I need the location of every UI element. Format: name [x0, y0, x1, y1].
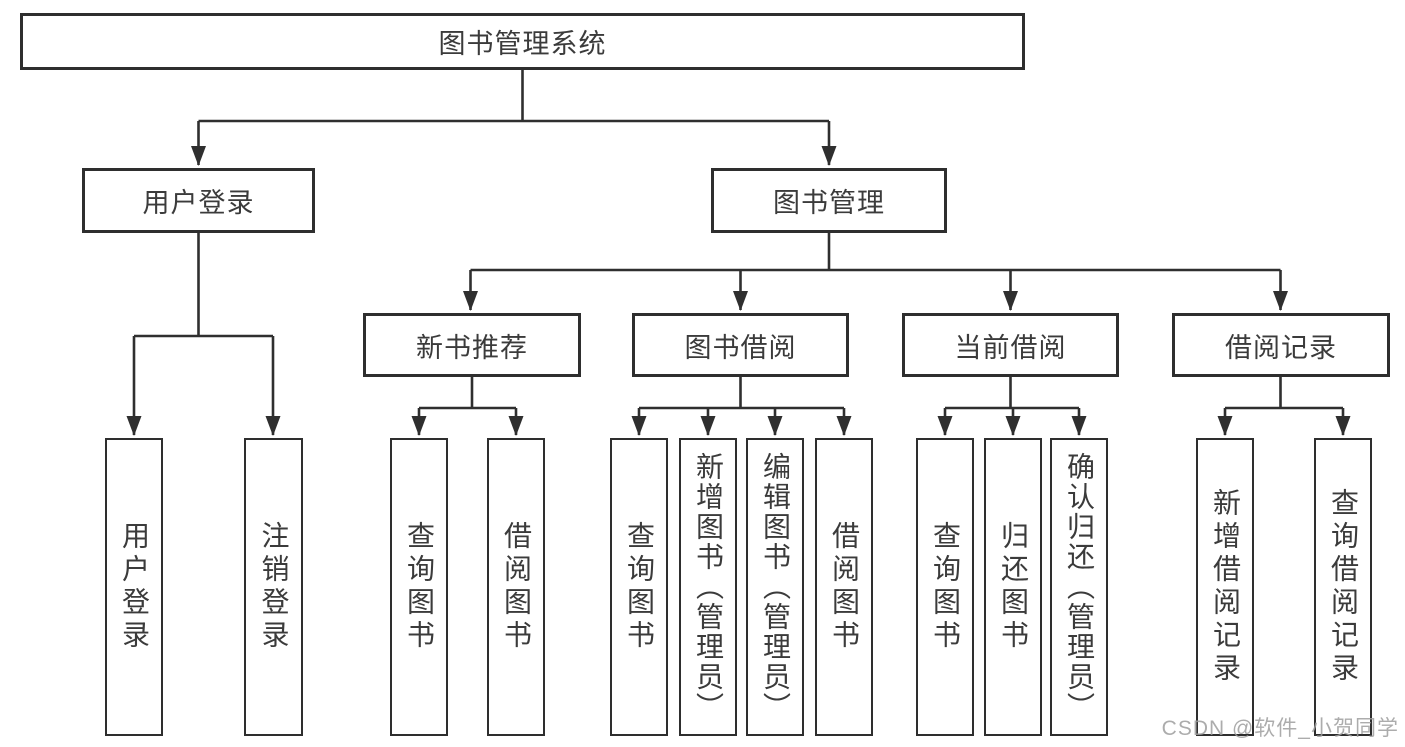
leaf-query-books: 查询图书: [390, 438, 448, 736]
node-book-management-label: 图书管理: [773, 188, 885, 218]
node-book-management: 图书管理: [711, 168, 947, 233]
leaf-confirm-return-admin: 确认归还（管理员）: [1050, 438, 1108, 736]
node-book-borrowing: 图书借阅: [632, 313, 849, 377]
node-current-borrowing-label: 当前借阅: [954, 332, 1067, 363]
node-borrow-records-label: 借阅记录: [1225, 332, 1337, 363]
node-book-borrowing-label: 图书借阅: [684, 332, 797, 363]
leaf-query-books-2: 查询图书: [610, 438, 668, 736]
node-library-system: 图书管理系统: [20, 13, 1025, 70]
node-new-book-recommend: 新书推荐: [363, 313, 581, 377]
leaf-add-book-admin: 新增图书（管理员）: [679, 438, 737, 736]
leaf-user-login: 用户登录: [105, 438, 163, 736]
csdn-watermark: CSDN @软件_小贺同学: [1161, 717, 1399, 740]
node-user-login-label: 用户登录: [142, 188, 255, 218]
leaf-query-books-3: 查询图书: [916, 438, 974, 736]
leaf-add-borrow-record: 新增借阅记录: [1196, 438, 1254, 736]
leaf-return-books: 归还图书: [984, 438, 1042, 736]
leaf-edit-book-admin: 编辑图书（管理员）: [746, 438, 804, 736]
leaf-borrow-books: 借阅图书: [487, 438, 545, 736]
node-borrow-records: 借阅记录: [1172, 313, 1390, 377]
node-user-login: 用户登录: [82, 168, 315, 233]
leaf-logout: 注销登录: [244, 438, 303, 736]
node-library-system-label: 图书管理系统: [438, 29, 607, 59]
leaf-borrow-books-2: 借阅图书: [815, 438, 873, 736]
leaf-query-borrow-record: 查询借阅记录: [1314, 438, 1372, 736]
node-current-borrowing: 当前借阅: [902, 313, 1119, 377]
node-new-book-recommend-label: 新书推荐: [416, 332, 528, 363]
